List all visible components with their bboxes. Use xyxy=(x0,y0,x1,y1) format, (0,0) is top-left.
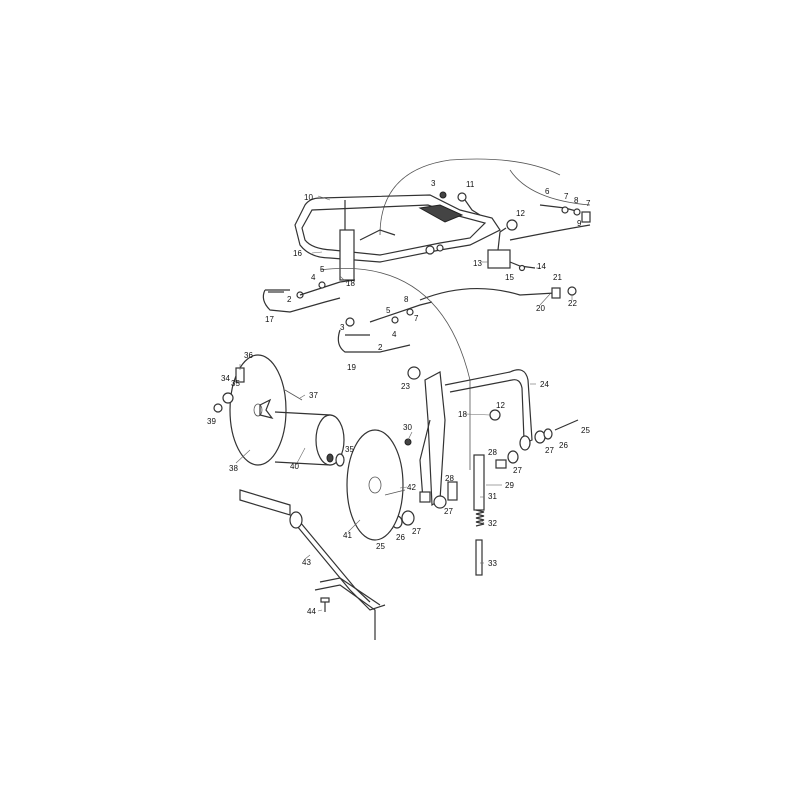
callout-27-right: 27 xyxy=(545,446,554,455)
callout-41: 41 xyxy=(343,531,352,540)
callout-9: 9 xyxy=(577,219,582,228)
callout-33: 33 xyxy=(488,559,497,568)
callout-25-lower: 25 xyxy=(376,542,385,551)
control-rod xyxy=(319,268,471,470)
callout-5-upper: 5 xyxy=(320,265,325,274)
callout-6: 6 xyxy=(545,187,550,196)
callout-36: 36 xyxy=(244,351,253,360)
callout-20: 20 xyxy=(536,304,545,313)
callout-5-lower: 5 xyxy=(386,306,391,315)
housing-outline xyxy=(509,169,591,206)
callout-40: 40 xyxy=(290,462,299,471)
adjust-knob xyxy=(457,192,481,216)
callout-2-lower: 2 xyxy=(378,343,383,352)
callout-38: 38 xyxy=(229,464,238,473)
callout-17: 17 xyxy=(265,315,274,324)
callout-14: 14 xyxy=(537,262,546,271)
callout-15: 15 xyxy=(505,273,514,282)
hood-outline xyxy=(379,158,561,236)
callout-42: 42 xyxy=(407,483,416,492)
callout-7-top: 7 xyxy=(564,192,569,201)
tube-spring-rod xyxy=(473,454,485,576)
callout-2-upper: 2 xyxy=(287,295,292,304)
callout-19: 19 xyxy=(347,363,356,372)
base-frame xyxy=(239,489,386,640)
callout-39: 39 xyxy=(207,417,216,426)
lever-17 xyxy=(262,279,356,313)
callout-27-lower: 27 xyxy=(412,527,421,536)
callout-16: 16 xyxy=(293,249,302,258)
handle-bar-24 xyxy=(444,369,533,446)
callout-12-mid: 12 xyxy=(496,401,505,410)
callout-3-lower: 3 xyxy=(340,323,345,332)
callout-31: 31 xyxy=(488,492,497,501)
callout-labels: 3 11 10 6 7 8 7 12 9 16 13 14 15 5 4 18 … xyxy=(207,179,591,616)
callout-22: 22 xyxy=(568,299,577,308)
callout-13: 13 xyxy=(473,259,482,268)
callout-4-lower: 4 xyxy=(392,330,397,339)
callout-29: 29 xyxy=(505,481,514,490)
callout-27-mid: 27 xyxy=(513,466,522,475)
callout-26-lower: 26 xyxy=(396,533,405,542)
callout-32: 32 xyxy=(488,519,497,528)
leader-lines xyxy=(235,195,573,612)
callout-26-right: 26 xyxy=(559,441,568,450)
callout-11: 11 xyxy=(466,180,475,189)
callout-34: 34 xyxy=(221,374,230,383)
hose-reel xyxy=(213,354,406,541)
cap-22 xyxy=(567,286,577,296)
callout-3-top: 3 xyxy=(431,179,436,188)
upper-cable xyxy=(509,204,591,241)
callout-24: 24 xyxy=(540,380,549,389)
cable-end-21 xyxy=(551,287,561,299)
handle-frame xyxy=(294,194,501,281)
part-3-top-nut xyxy=(439,191,447,199)
callout-28-mid: 28 xyxy=(445,474,454,483)
callout-35-mid: 35 xyxy=(345,445,354,454)
callout-23: 23 xyxy=(401,382,410,391)
callout-4-upper: 4 xyxy=(311,273,316,282)
callout-12-top: 12 xyxy=(516,209,525,218)
callout-21: 21 xyxy=(553,273,562,282)
lever-19 xyxy=(337,301,433,353)
callout-25-right: 25 xyxy=(581,426,590,435)
callout-7-lower: 7 xyxy=(414,314,419,323)
callout-44: 44 xyxy=(307,607,316,616)
callout-43: 43 xyxy=(302,558,311,567)
callout-18-upper: 18 xyxy=(346,279,355,288)
callout-7-right: 7 xyxy=(586,199,591,208)
cable-20 xyxy=(419,287,556,301)
callout-35-left: 35 xyxy=(231,379,240,388)
callout-28-right: 28 xyxy=(488,448,497,457)
callout-10: 10 xyxy=(304,193,313,202)
callout-27-lower-mid: 27 xyxy=(444,507,453,516)
pivot-bracket xyxy=(404,366,447,509)
callout-8-top: 8 xyxy=(574,196,579,205)
callout-37: 37 xyxy=(309,391,318,400)
right-axle-parts xyxy=(495,419,579,469)
callout-18-mid: 18 xyxy=(458,410,467,419)
throttle-lever xyxy=(487,219,536,272)
callout-8-lower: 8 xyxy=(404,295,409,304)
callout-30: 30 xyxy=(403,423,412,432)
